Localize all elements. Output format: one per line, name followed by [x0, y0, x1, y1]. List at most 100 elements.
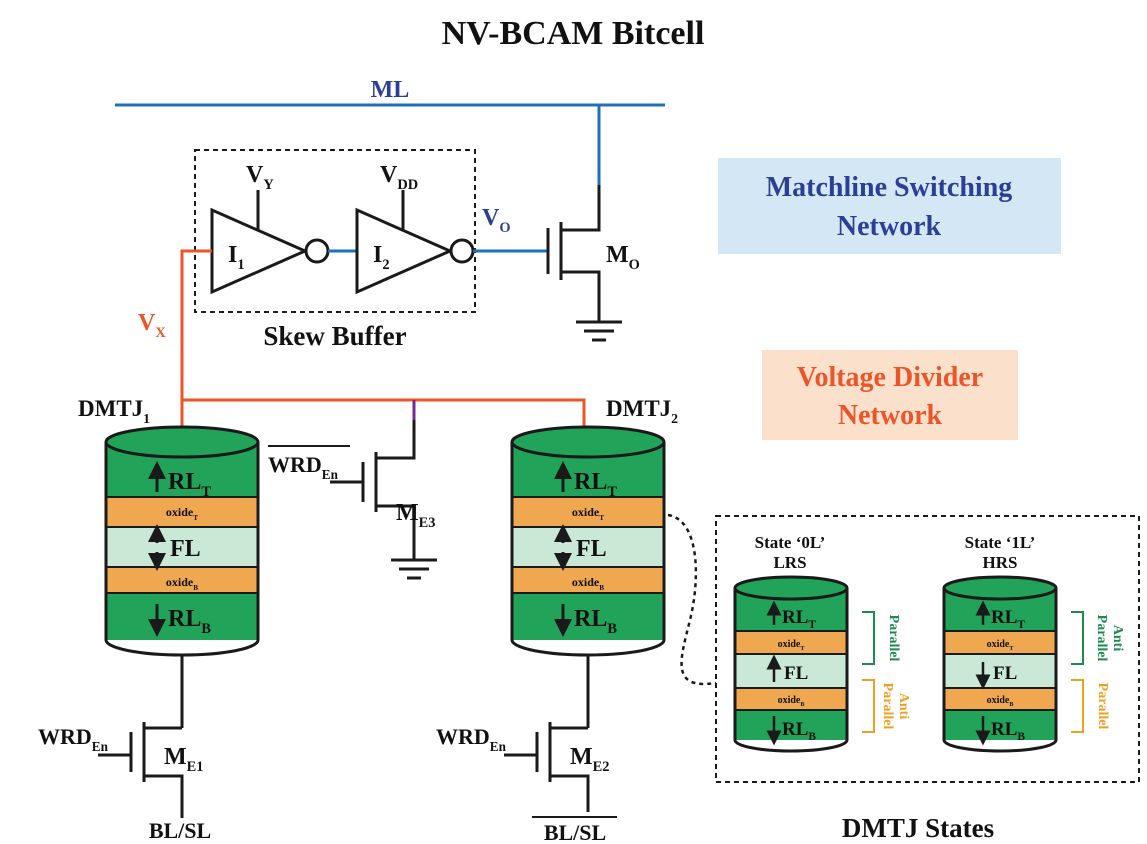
states-connector: [667, 513, 717, 686]
dmtj2-fl: FL: [576, 536, 607, 562]
svg-text:ME2: ME2: [570, 744, 609, 775]
svg-text:oxideT: oxideT: [166, 505, 198, 522]
transistor-me3: [330, 420, 437, 580]
state1-bottom-bracket-text: Parallel: [1095, 683, 1110, 730]
me1-label: M: [164, 744, 187, 770]
state0-bottom-bracket-text2: Parallel: [880, 683, 895, 730]
transistor-me2: [504, 722, 590, 812]
state1-oxide-top: oxide: [987, 639, 1010, 650]
svg-text:ME3: ME3: [396, 500, 435, 531]
state1-rl-bot: RL: [991, 719, 1017, 740]
blsl-me1-label: BL/SL: [149, 818, 211, 843]
state0-title2: LRS: [773, 553, 806, 572]
dmtj-states-label: DMTJ States: [842, 813, 994, 843]
vo-label: V: [482, 205, 500, 231]
svg-text:RLT: RLT: [782, 607, 816, 631]
wrd-me1-label: WRD: [38, 724, 92, 749]
me2-label: M: [570, 744, 593, 770]
svg-text:VO: VO: [482, 205, 511, 236]
svg-text:RLB: RLB: [991, 719, 1025, 743]
svg-text:RLT: RLT: [991, 607, 1025, 631]
svg-text:VDD: VDD: [380, 162, 418, 193]
state1-cylinder: [942, 575, 1058, 753]
diagram-title: NV-BCAM Bitcell: [442, 15, 705, 52]
svg-text:RLB: RLB: [782, 719, 816, 743]
mo-label: M: [606, 242, 629, 268]
dmtj2-cylinder: [510, 425, 666, 728]
ml-label: ML: [371, 77, 410, 103]
dmtj2-rl-top: RL: [574, 469, 607, 495]
svg-text:MO: MO: [606, 242, 640, 273]
i1-label: I: [228, 242, 237, 268]
me3-label: M: [396, 500, 419, 526]
state0-top-bracket: [862, 611, 875, 665]
inverter-i1: I1 VY: [210, 162, 330, 295]
dmtj2-rl-bot: RL: [574, 606, 607, 632]
svg-text:oxideT: oxideT: [572, 505, 604, 522]
skew-buffer-box: [194, 149, 476, 313]
state1-oxide-bot: oxide: [987, 695, 1010, 706]
dmtj2-label: DMTJ: [606, 396, 671, 421]
dmtj1-rl-top: RL: [168, 469, 201, 495]
skew-buffer-label: Skew Buffer: [263, 321, 406, 351]
dmtj-states-box: [715, 515, 1140, 783]
dmtj1-oxide-top: oxide: [166, 505, 194, 519]
svg-text:oxideB: oxideB: [778, 695, 805, 708]
transistor-me1: [98, 722, 184, 818]
blsl-me2-label: BL/SL: [544, 820, 606, 844]
state1-top-bracket: [1071, 611, 1084, 665]
dmtj1-label: DMTJ: [78, 396, 143, 421]
vy-label: V: [246, 162, 264, 188]
state0-oxide-top: oxide: [778, 639, 801, 650]
svg-text:RLB: RLB: [574, 606, 617, 637]
dmtj1-oxide-bot: oxide: [166, 575, 194, 589]
state1-rl-top: RL: [991, 607, 1017, 628]
i2-label: I: [373, 242, 382, 268]
divider-wire: [180, 398, 586, 438]
state0-oxide-bot: oxide: [778, 695, 801, 706]
svg-text:WRDEn: WRDEn: [38, 724, 109, 754]
svg-text:I1: I1: [228, 242, 245, 273]
vx-wire: [180, 249, 212, 400]
svg-text:DMTJ1: DMTJ1: [78, 396, 150, 426]
dmtj2-oxide-top: oxide: [572, 505, 600, 519]
svg-text:oxideT: oxideT: [987, 639, 1014, 652]
svg-text:oxideB: oxideB: [987, 695, 1014, 708]
state0-bottom-bracket-text1: Anti: [896, 693, 911, 720]
dmtj1-rl-bot: RL: [168, 606, 201, 632]
svg-text:I2: I2: [373, 242, 390, 273]
state0-cylinder: [733, 575, 849, 753]
transistor-mo: [546, 185, 622, 342]
dmtj2-oxide-bot: oxide: [572, 575, 600, 589]
voltage-divider-line1: Voltage Divider: [797, 362, 983, 393]
svg-text:DMTJ2: DMTJ2: [606, 396, 678, 426]
vx-label: V: [138, 310, 156, 336]
state0-title1: State ‘0L’: [755, 533, 826, 552]
matchline-network-line1: Matchline Switching: [766, 172, 1013, 203]
voltage-divider-line2: Network: [838, 400, 943, 431]
wrd-me3-label: WRD: [268, 452, 322, 477]
svg-text:RLT: RLT: [168, 469, 211, 500]
state1-title2: HRS: [983, 553, 1018, 572]
svg-text:RLT: RLT: [574, 469, 617, 500]
matchline-network-box: [718, 158, 1061, 254]
vdd-label: V: [380, 162, 398, 188]
state0-bottom-bracket: [862, 679, 875, 733]
state1-top-bracket-text2: Parallel: [1094, 615, 1109, 662]
svg-text:VY: VY: [246, 162, 274, 193]
svg-text:WRDEn: WRDEn: [436, 724, 507, 754]
voltage-divider-box: [762, 350, 1018, 440]
svg-text:oxideB: oxideB: [166, 575, 198, 592]
state0-rl-top: RL: [782, 607, 808, 628]
svg-text:VX: VX: [138, 310, 166, 341]
svg-text:oxideT: oxideT: [778, 639, 805, 652]
state0-fl: FL: [784, 663, 808, 684]
state1-fl: FL: [993, 663, 1017, 684]
state0-rl-bot: RL: [782, 719, 808, 740]
state0-top-bracket-text: Parallel: [886, 615, 901, 662]
svg-text:oxideB: oxideB: [572, 575, 604, 592]
state1-bottom-bracket: [1071, 679, 1084, 733]
state1-title1: State ‘1L’: [965, 533, 1036, 552]
svg-text:RLB: RLB: [168, 606, 211, 637]
